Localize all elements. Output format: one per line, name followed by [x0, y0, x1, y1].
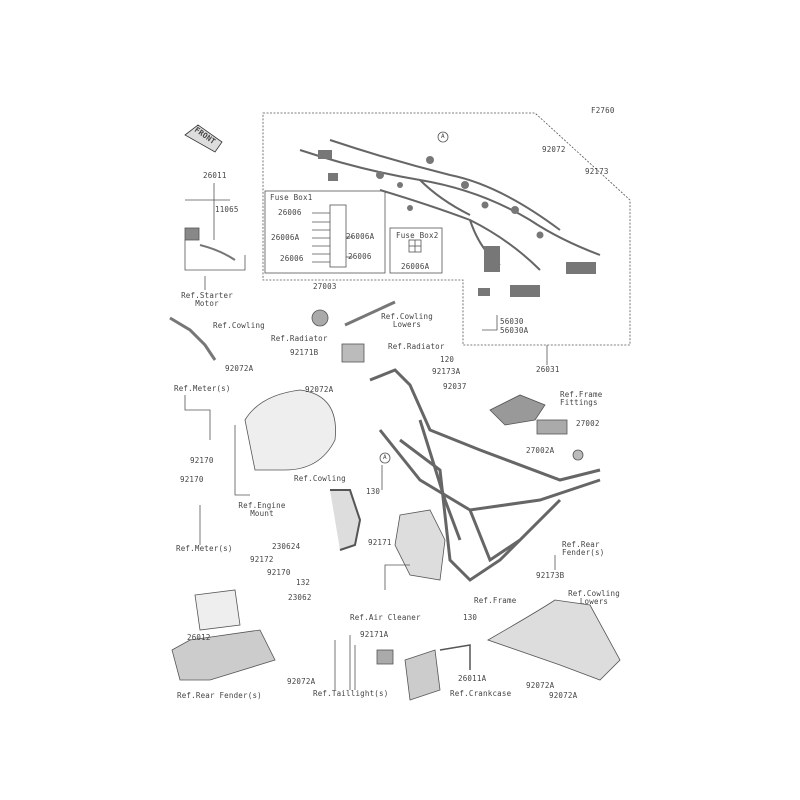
part-number[interactable]: 11065 — [215, 205, 239, 214]
harness-connectors — [318, 150, 596, 297]
part-number[interactable]: 26006 — [348, 252, 372, 261]
part-number[interactable]: 27002A — [526, 446, 555, 455]
reference-label[interactable]: Ref.Cowling — [213, 321, 265, 330]
meter-part — [244, 389, 336, 471]
grommet-part — [572, 449, 584, 461]
part-number[interactable]: 26011 — [203, 171, 227, 180]
reference-label[interactable]: Ref.Cowling — [294, 474, 346, 483]
part-number[interactable]: 230624 — [272, 542, 301, 551]
part-number[interactable]: 92171A — [360, 630, 389, 639]
part-number[interactable]: 92072 — [542, 145, 566, 154]
reference-label[interactable]: Ref.Radiator — [388, 342, 445, 351]
reference-label[interactable]: Ref.Frame — [474, 596, 517, 605]
diagram-code: F2760 — [591, 106, 615, 115]
fuse-box2-frame — [389, 227, 443, 274]
part-number[interactable]: 92171B — [290, 348, 319, 357]
air-cleaner-part — [394, 509, 446, 581]
frame-part — [369, 368, 601, 582]
part-number[interactable]: 92072A — [305, 385, 334, 394]
part-number[interactable]: 92173B — [536, 571, 565, 580]
part-number[interactable]: 56030A — [500, 326, 529, 335]
part-number[interactable]: 26006A — [401, 262, 430, 271]
regulator-part — [341, 343, 365, 363]
fuse-box2-title: Fuse Box2 — [396, 231, 439, 240]
part-number[interactable]: 120 — [440, 355, 455, 364]
part-number[interactable]: 92170 — [190, 456, 214, 465]
part-number[interactable]: 26006A — [346, 232, 375, 241]
part-number[interactable]: 92172 — [250, 555, 274, 564]
part-number[interactable]: 92037 — [443, 382, 467, 391]
crankcase-cover-part — [404, 649, 441, 701]
part-number[interactable]: 92170 — [180, 475, 204, 484]
part-number[interactable]: 92170 — [267, 568, 291, 577]
part-number[interactable]: 26006A — [271, 233, 300, 242]
part-number[interactable]: 92171 — [368, 538, 392, 547]
reference-label[interactable]: Ref.Crankcase — [450, 689, 512, 698]
engine-mount-part — [330, 489, 362, 551]
reference-label[interactable]: Ref.Meter(s) — [176, 544, 233, 553]
fuse-box1-title: Fuse Box1 — [270, 193, 313, 202]
part-number[interactable]: 27003 — [313, 282, 337, 291]
part-number[interactable]: 56030 — [500, 317, 524, 326]
part-number[interactable]: 92173A — [432, 367, 461, 376]
battery-part — [194, 589, 241, 631]
part-number[interactable]: 27002 — [576, 419, 600, 428]
part-number[interactable]: 23062 — [288, 593, 312, 602]
reference-label[interactable]: Ref.Air Cleaner — [350, 613, 421, 622]
leader-taillight — [334, 635, 356, 690]
part-number[interactable]: 130 — [463, 613, 478, 622]
fuse-box2-icon — [408, 239, 422, 253]
part-number[interactable]: 92072A — [225, 364, 254, 373]
circle-a-marker-frame — [379, 452, 391, 464]
reference-label[interactable]: Ref.Radiator — [271, 334, 328, 343]
part-number[interactable]: 26006 — [280, 254, 304, 263]
reference-label[interactable]: Ref.Engine Mount — [238, 501, 286, 518]
cowling-lower-part — [487, 599, 621, 681]
reference-label[interactable]: Ref.Taillight(s) — [313, 689, 389, 698]
reference-label[interactable]: Ref.Frame Fittings — [560, 390, 603, 407]
part-number[interactable]: 26012 — [187, 633, 211, 642]
taillight-bracket-part — [376, 649, 394, 665]
fuse-block-icon — [312, 204, 353, 268]
brace-part — [344, 300, 396, 327]
reference-label[interactable]: Ref.Rear Fender(s) — [177, 691, 262, 700]
horn-part — [311, 309, 329, 327]
reference-label[interactable]: Ref.Cowling Lowers — [568, 589, 620, 606]
reference-label[interactable]: Ref.Meter(s) — [174, 384, 231, 393]
front-arrow-icon — [184, 124, 223, 153]
part-number[interactable]: 132 — [296, 578, 311, 587]
circle-a-label: A — [383, 454, 387, 461]
ecu-part — [536, 419, 568, 435]
starter-relay-part — [184, 227, 200, 241]
cowling-bracket-part — [169, 316, 217, 361]
part-number[interactable]: 26031 — [536, 365, 560, 374]
part-number[interactable]: 130 — [366, 487, 381, 496]
part-number[interactable]: 92072A — [526, 681, 555, 690]
circle-a-label: A — [441, 133, 445, 140]
circle-a-marker-top — [437, 131, 449, 143]
part-number[interactable]: 26006 — [278, 208, 302, 217]
frame-fittings-tray — [489, 394, 546, 426]
part-number[interactable]: 92072A — [549, 691, 578, 700]
part-number[interactable]: 92072A — [287, 677, 316, 686]
leader-26011 — [184, 240, 246, 271]
reference-label[interactable]: Ref.Cowling Lowers — [381, 312, 433, 329]
reference-label[interactable]: Ref.Starter Motor — [181, 291, 233, 308]
fuse-box1-frame — [264, 190, 386, 274]
reference-label[interactable]: Ref.Rear Fender(s) — [562, 540, 605, 557]
part-number[interactable]: 92173 — [585, 167, 609, 176]
rear-fender-part — [171, 629, 276, 681]
part-number[interactable]: 26011A — [458, 674, 487, 683]
